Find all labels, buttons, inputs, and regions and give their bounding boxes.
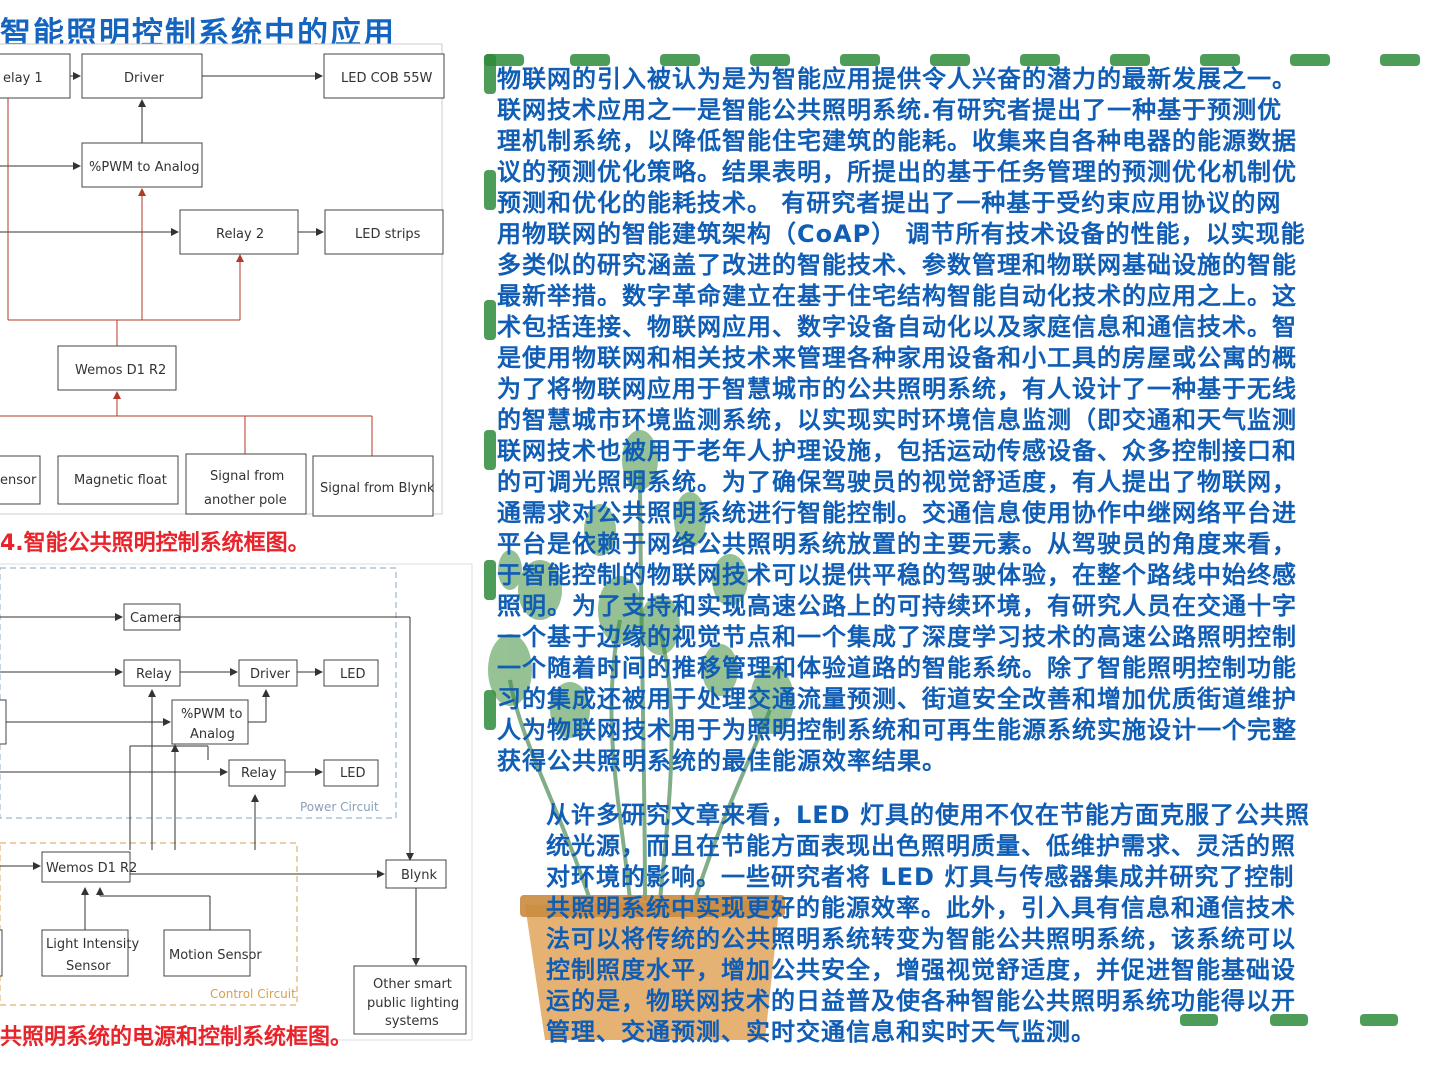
text-line: 通需求对公共照明系统进行智能控制。交通信息使用协作中继网络平台进 xyxy=(497,499,1297,527)
svg-text:Other smart: Other smart xyxy=(373,977,452,992)
text-line: 一个基于边缘的视觉节点和一个集成了深度学习技术的高速公路照明控制 xyxy=(497,623,1297,651)
svg-text:Light Intensity: Light Intensity xyxy=(46,937,139,952)
text-line: 的可调光照明系统。为了确保驾驶员的视觉舒适度，有人提出了物联网， xyxy=(497,468,1297,496)
text-line: 人为物联网技术用于为照明控制系统和可再生能源系统实施设计一个完整 xyxy=(497,716,1297,744)
text-line: 物联网的引入被认为是为智能应用提供令人兴奋的潜力的最新发展之一。 xyxy=(497,65,1297,93)
node-signal-pole: Signal from another pole xyxy=(185,453,307,515)
node-signal-blynk: Signal from Blynk xyxy=(312,455,435,517)
diagram1-frame xyxy=(0,43,443,515)
svg-text:LED COB 55W: LED COB 55W xyxy=(341,71,433,86)
node-led-b: LED xyxy=(323,759,379,787)
text-line: 管理、交通预测、实时交通信息和实时天气监测。 xyxy=(546,1018,1096,1046)
text-line: 共照明系统中实现更好的能源效率。此外，引入具有信息和通信技术 xyxy=(546,894,1296,922)
node-driver-2: Driver xyxy=(238,659,298,687)
svg-text:Relay 2: Relay 2 xyxy=(216,227,264,242)
text-line: 联网技术应用之一是智能公共照明系统.有研究者提出了一种基于预测优 xyxy=(497,96,1283,124)
svg-text:LED: LED xyxy=(340,766,365,781)
svg-text:Driver: Driver xyxy=(250,667,291,682)
text-line: 从许多研究文章来看，LED 灯具的使用不仅在节能方面克服了公共照 xyxy=(546,801,1310,829)
node-wemos-2: Wemos D1 R2 xyxy=(41,851,137,883)
svg-text:Wemos D1 R2: Wemos D1 R2 xyxy=(46,861,137,876)
text-line: 最新举措。数字革命建立在基于住宅结构智能自动化技术的应用之上。这 xyxy=(497,282,1297,310)
text-block-1: 物联网的引入被认为是为智能应用提供令人兴奋的潜力的最新发展之一。 联网技术应用之… xyxy=(497,64,1440,777)
node-magnetic-float: Magnetic float xyxy=(57,455,179,505)
text-line: 于智能控制的物联网技术可以提供平稳的驾驶体验，在整个路线中始终感 xyxy=(497,561,1297,589)
node-driver: Driver xyxy=(81,53,203,99)
node-relay-1: elay 1 xyxy=(0,53,71,99)
diagram2-connections xyxy=(0,613,420,966)
text-line: 运的是，物联网技术的日益普及使各种智能公共照明系统功能得以开 xyxy=(546,987,1296,1015)
text-line: 平台是依赖于网络公共照明系统放置的主要元素。从驾驶员的角度来看， xyxy=(497,530,1297,558)
svg-text:LED strips: LED strips xyxy=(355,227,421,242)
node-led-strips: LED strips xyxy=(324,209,444,255)
text-line: 联网技术也被用于老年人护理设施，包括运动传感设备、众多控制接口和 xyxy=(497,437,1297,465)
svg-text:Relay: Relay xyxy=(136,667,172,682)
text-line: 多类似的研究涵盖了改进的智能技术、参数管理和物联网基础设施的智能 xyxy=(497,251,1297,279)
text-line: 对环境的影响。一些研究者将 LED 灯具与传感器集成并研究了控制 xyxy=(546,863,1295,891)
node-left-stub-2 xyxy=(0,929,3,977)
text-line: 统光源，而且在节能方面表现出色照明质量、低维护需求、灵活的照 xyxy=(546,832,1296,860)
text-line: 为了将物联网应用于智慧城市的公共照明系统，有人设计了一种基于无线 xyxy=(497,375,1297,403)
text-line: 议的预测优化策略。结果表明，所提出的基于任务管理的预测优化机制优 xyxy=(497,158,1297,186)
svg-text:Wemos D1 R2: Wemos D1 R2 xyxy=(75,363,166,378)
text-line: 控制照度水平，增加公共安全，增强视觉舒适度，并促进智能基础设 xyxy=(546,956,1296,984)
svg-text:Signal from Blynk: Signal from Blynk xyxy=(320,481,435,496)
svg-text:%PWM to Analog: %PWM to Analog xyxy=(89,160,200,175)
power-circuit-region xyxy=(0,567,397,819)
svg-text:Camera: Camera xyxy=(130,611,181,626)
node-pwm-2: %PWM to Analog xyxy=(171,699,249,745)
svg-text:Driver: Driver xyxy=(124,71,165,86)
power-circuit-label: Power Circuit xyxy=(300,800,379,814)
node-sensor: ensor xyxy=(0,455,41,505)
node-relay-a: Relay xyxy=(123,659,181,687)
svg-text:public lighting: public lighting xyxy=(367,996,459,1011)
text-block-2: 从许多研究文章来看，LED 灯具的使用不仅在节能方面克服了公共照 统光源，而且在… xyxy=(546,800,1440,1048)
svg-text:another pole: another pole xyxy=(204,493,287,508)
text-line: 预测和优化的能耗技术。 有研究者提出了一种基于受约束应用协议的网 xyxy=(497,189,1282,217)
node-pwm-analog: %PWM to Analog xyxy=(81,142,203,188)
node-led-cob: LED COB 55W xyxy=(323,53,445,99)
svg-text:Sensor: Sensor xyxy=(66,959,111,974)
node-relay-2: Relay 2 xyxy=(179,209,299,255)
text-line: 用物联网的智能建筑架构（CoAP） 调节所有技术设备的性能，以实现能 xyxy=(497,220,1306,248)
text-line: 获得公共照明系统的最佳能源效率结果。 xyxy=(497,747,947,775)
control-circuit-label: Control Circuit xyxy=(210,987,296,1001)
potted-plant-illustration xyxy=(488,430,794,1040)
node-blynk: Blynk xyxy=(385,859,447,889)
text-line: 是使用物联网和相关技术来管理各种家用设备和小工具的房屋或公寓的概 xyxy=(497,344,1297,372)
svg-text:Signal from: Signal from xyxy=(210,469,284,484)
text-line: 术包括连接、物联网应用、数字设备自动化以及家庭信息和通信技术。智 xyxy=(497,313,1297,341)
diagram1-connections xyxy=(0,72,373,456)
svg-text:ensor: ensor xyxy=(0,473,37,488)
text-line: 习的集成还被用于处理交通流量预测、街道安全改善和增加优质街道维护 xyxy=(497,685,1297,713)
node-other-systems: Other smart public lighting systems xyxy=(353,965,467,1035)
text-line: 的智慧城市环境监测系统，以实现实时环境信息监测（即交通和天气监测 xyxy=(497,406,1297,434)
node-relay-b: Relay xyxy=(228,759,286,787)
node-motion-sensor: Motion Sensor xyxy=(163,929,262,977)
text-line: 法可以将传统的公共照明系统转变为智能公共照明系统，该系统可以 xyxy=(546,925,1296,953)
svg-text:Analog: Analog xyxy=(190,727,235,742)
svg-text:%PWM to: %PWM to xyxy=(181,707,242,722)
node-camera: Camera xyxy=(123,603,181,631)
svg-text:Magnetic float: Magnetic float xyxy=(74,473,167,488)
svg-text:LED: LED xyxy=(340,667,365,682)
svg-text:Blynk: Blynk xyxy=(401,868,437,883)
text-line: 一个随着时间的推移管理和体验道路的智能系统。除了智能照明控制功能 xyxy=(497,654,1297,682)
svg-text:elay 1: elay 1 xyxy=(3,71,43,86)
diagram2-caption: 共照明系统的电源和控制系统框图。 xyxy=(0,1024,352,1050)
node-led-a: LED xyxy=(323,659,379,687)
svg-text:Motion Sensor: Motion Sensor xyxy=(169,948,262,963)
svg-text:systems: systems xyxy=(385,1014,439,1029)
text-line: 照明。为了支持和实现高速公路上的可持续环境，有研究人员在交通十字 xyxy=(497,592,1297,620)
block-diagrams: elay 1 Driver LED COB 55W %PWM to Analog… xyxy=(0,43,473,1050)
svg-text:Relay: Relay xyxy=(241,766,277,781)
node-wemos: Wemos D1 R2 xyxy=(57,345,177,391)
text-line: 理机制系统，以降低智能住宅建筑的能耗。收集来自各种电器的能源数据 xyxy=(497,127,1297,155)
node-left-stub xyxy=(0,699,7,745)
diagram1-caption: 4.智能公共照明控制系统框图。 xyxy=(0,530,310,556)
